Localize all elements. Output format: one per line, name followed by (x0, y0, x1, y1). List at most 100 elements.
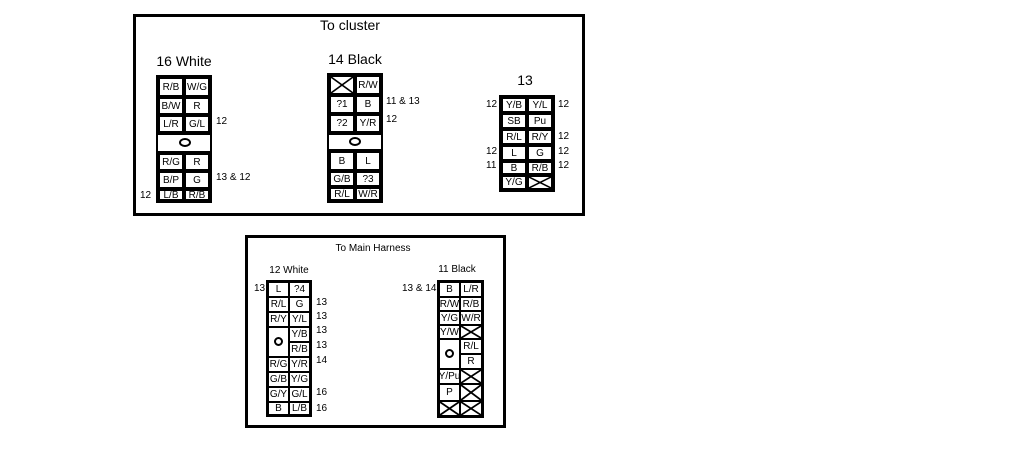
pin: G/L (184, 115, 210, 133)
pin: R/G (158, 153, 184, 171)
pin: W/R (460, 311, 482, 325)
pin: G (527, 145, 553, 161)
black11-title: 11 Black (438, 264, 476, 275)
pin: G/Y (268, 387, 289, 402)
white16-title: 16 White (156, 53, 212, 69)
pin-note: 12 (558, 146, 570, 157)
pin-note: 13 (316, 311, 328, 322)
pin: R/B (460, 297, 482, 311)
pin: R/Y (527, 129, 553, 145)
white12-connector: L ?4 R/L G R/Y Y/L Y/B R/B R/G Y/R G/B Y… (266, 280, 312, 417)
white12-title: 12 White (269, 265, 309, 276)
pin: Y/Pu (438, 369, 461, 384)
key-circle-icon (445, 349, 454, 358)
pin: ?4 (289, 282, 310, 297)
pin: Y/G (501, 175, 527, 190)
pin-note: 11 (486, 160, 497, 171)
pin-note: 13 & 12 (216, 172, 251, 183)
pin: Y/R (289, 357, 310, 372)
pin: B (355, 95, 381, 114)
key-circle-icon (274, 337, 283, 346)
pin: R (184, 97, 210, 115)
pin: Y/G (289, 372, 310, 387)
pin: SB (501, 113, 527, 129)
main-harness-panel (245, 235, 506, 428)
pin: G (289, 297, 310, 312)
black11-connector: B L/R R/W R/B Y/G W/R Y/W R/L R Y/Pu P (437, 280, 484, 418)
keyway (329, 133, 381, 151)
pin: B (501, 161, 527, 175)
pin-note: 12 (558, 160, 570, 171)
pin: Y/R (355, 114, 381, 133)
pin: B/P (158, 171, 184, 189)
pin: R/L (329, 187, 355, 201)
blank-pin-x-icon (439, 401, 460, 416)
pin: B (329, 151, 355, 171)
keyway (158, 133, 210, 153)
pin: R/L (268, 297, 289, 312)
pin: Pu (527, 113, 553, 129)
pin-note: 13 (316, 325, 328, 336)
pin: R/B (184, 189, 210, 201)
pin: R/G (268, 357, 289, 372)
pin: L (268, 282, 289, 297)
pin: L/R (460, 282, 482, 297)
pin: R (460, 354, 482, 369)
pin: G (184, 171, 210, 189)
pin-note: 12 (486, 146, 498, 157)
blank-pin-x-icon (460, 369, 482, 384)
pin: R/W (355, 75, 381, 95)
blank-pin-x-icon (329, 75, 355, 95)
pin: ?1 (329, 95, 355, 114)
pin: G/B (329, 171, 355, 187)
pin-note: 12 (558, 99, 570, 110)
pin-note: 14 (316, 355, 328, 366)
blank-pin-x-icon (460, 384, 482, 401)
pin-note: 16 (316, 387, 328, 398)
blank-pin-x-icon (460, 401, 482, 416)
pin: Y/L (289, 312, 310, 327)
pin: L (501, 145, 527, 161)
pin: Y/B (289, 327, 310, 342)
pin: W/G (184, 77, 210, 97)
pin: Y/L (527, 97, 553, 113)
pin-note: 13 (316, 340, 328, 351)
pin: R (184, 153, 210, 171)
main-harness-title: To Main Harness (335, 243, 411, 254)
pin: Y/W (439, 325, 460, 339)
pin: G/L (289, 387, 310, 402)
key-oval-icon (349, 137, 361, 146)
pin-note: 13 & 14 (402, 283, 437, 294)
cluster-panel (133, 14, 585, 216)
pin-note: 12 (216, 116, 228, 127)
pin-note: 12 (486, 99, 498, 110)
blank-pin-x-icon (527, 175, 553, 190)
key-oval-icon (179, 138, 191, 147)
pin: B (268, 402, 289, 415)
pin: R/B (289, 342, 310, 357)
pin-note: 16 (316, 403, 328, 414)
pin: R/Y (268, 312, 289, 327)
pin: R/B (527, 161, 553, 175)
pin: R/B (158, 77, 184, 97)
pin: ?3 (355, 171, 381, 187)
pin-note: 12 (386, 114, 398, 125)
c13-title: 13 (517, 72, 533, 88)
pin: Y/G (439, 311, 460, 325)
black14-connector: R/W ?1 B ?2 Y/R B L G/B ?3 R/L W/R (327, 73, 383, 203)
pin-note: 12 (140, 190, 152, 201)
pin: B (439, 282, 460, 297)
pin: P (439, 384, 460, 401)
pin: R/L (501, 129, 527, 145)
pin: Y/B (501, 97, 527, 113)
pin-note: 13 (254, 283, 266, 294)
pin: B/W (158, 97, 184, 115)
pin: ?2 (329, 114, 355, 133)
pin: W/R (355, 187, 381, 201)
pin: R/L (460, 339, 482, 354)
black14-title: 14 Black (328, 51, 382, 67)
cluster-title: To cluster (320, 17, 380, 33)
pin-note: 13 (316, 297, 328, 308)
pin: L (355, 151, 381, 171)
pin: L/B (158, 189, 184, 201)
